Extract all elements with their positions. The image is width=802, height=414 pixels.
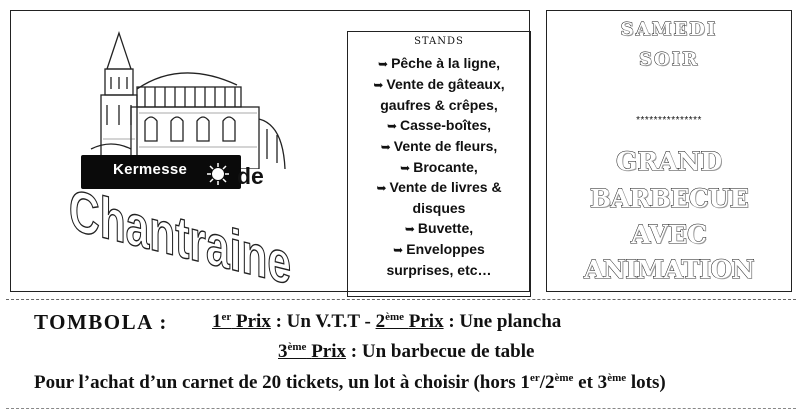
evening-panel: SAMEDI SOIR *************** GRAND BARBEC… xyxy=(546,10,792,292)
prize3-sup: ème xyxy=(287,341,307,353)
stand-item-label: Brocante, xyxy=(413,158,478,175)
prize3-word: Prix xyxy=(311,341,347,362)
condition-sup3: ème xyxy=(607,372,627,384)
poster-frame: Kermesse de Chantraine STANDS ➥Pêche à l… xyxy=(10,10,531,297)
stand-item: gaufres & crêpes, xyxy=(348,96,530,116)
stand-item-label: disques xyxy=(412,200,466,217)
condition-start: Pour l’achat d’un carnet de 20 tickets, … xyxy=(34,372,530,393)
prize3-value: : Un barbecue de table xyxy=(350,341,535,362)
stands-title: STANDS xyxy=(414,36,464,47)
grand-heading: GRAND xyxy=(615,147,723,177)
tombola-condition: Pour l’achat d’un carnet de 20 tickets, … xyxy=(34,372,666,394)
kermesse-label: Kermesse xyxy=(113,161,188,178)
stand-item: ➥Pêche à la ligne, xyxy=(348,54,530,75)
arrow-icon: ➥ xyxy=(373,77,384,92)
sun-icon xyxy=(207,163,229,185)
asterisk-divider: *************** xyxy=(636,115,702,126)
arrow-icon: ➥ xyxy=(400,160,411,175)
stand-item-label: Vente de fleurs, xyxy=(393,137,498,154)
bottom-divider xyxy=(6,408,796,409)
condition-sup2: ème xyxy=(554,372,574,384)
prize-line-2: 3ème Prix : Un barbecue de table xyxy=(278,341,534,363)
prize2-sup: ème xyxy=(385,311,404,323)
prize3-rank: 3 xyxy=(278,341,288,362)
prize1-heading: 1er Prix xyxy=(212,311,271,332)
stand-item-label: gaufres & crêpes, xyxy=(380,96,498,113)
arrow-icon: ➥ xyxy=(380,139,391,154)
prize2-rank: 2 xyxy=(375,311,386,332)
stand-item-label: Pêche à la ligne, xyxy=(391,55,500,71)
arrow-icon: ➥ xyxy=(378,57,389,71)
stand-item-label: surprises, etc… xyxy=(386,262,492,279)
stand-item-label: Vente de livres & xyxy=(389,179,502,196)
condition-and: et 3 xyxy=(573,372,608,393)
tombola-label: TOMBOLA : xyxy=(34,310,168,334)
stand-item-label: Vente de gâteaux, xyxy=(386,75,505,92)
condition-sup1: er xyxy=(529,372,540,384)
stand-item: ➥Buvette, xyxy=(348,219,530,240)
barbecue-heading: BARBECUE xyxy=(589,184,749,214)
prize1-rank: 1 xyxy=(212,311,222,332)
day-heading: SAMEDI xyxy=(620,19,718,41)
stand-item: ➥Vente de livres & xyxy=(348,178,530,199)
animation-heading: ANIMATION xyxy=(583,255,755,285)
stand-item: disques xyxy=(348,199,530,219)
arrow-icon: ➥ xyxy=(376,181,387,196)
condition-mid: /2 xyxy=(539,372,555,393)
prize2-word: Prix xyxy=(408,311,444,332)
time-heading: SOIR xyxy=(638,49,700,71)
prize2-heading: 2ème Prix xyxy=(376,311,444,332)
de-label: de xyxy=(237,163,264,189)
arrow-icon: ➥ xyxy=(386,118,397,133)
section-divider xyxy=(6,299,796,300)
stand-item-label: Buvette, xyxy=(417,220,474,237)
stands-list: ➥Pêche à la ligne,➥Vente de gâteaux,gauf… xyxy=(348,54,530,281)
condition-end: lots) xyxy=(626,372,666,393)
avec-heading: AVEC xyxy=(631,220,708,250)
arrow-icon: ➥ xyxy=(404,222,415,237)
prize3-heading: 3ème Prix xyxy=(278,341,346,362)
stand-item-label: Enveloppes xyxy=(406,241,485,258)
stand-item: ➥Vente de fleurs, xyxy=(348,137,530,158)
prize-line-1: 1er Prix : Un V.T.T - 2ème Prix : Une pl… xyxy=(212,311,561,333)
stand-item: ➥Casse-boîtes, xyxy=(348,116,530,137)
prize1-sup: er xyxy=(221,311,232,323)
stand-item-label: Casse-boîtes, xyxy=(400,116,492,133)
town-name-wordart: Chantraine xyxy=(69,177,292,297)
church-illustration xyxy=(90,30,286,169)
stand-item: ➥Enveloppes xyxy=(348,240,530,261)
prize1-word: Prix xyxy=(236,311,271,332)
town-name: Chantraine xyxy=(69,178,291,297)
prize2-value: : Une plancha xyxy=(448,311,562,332)
arrow-icon: ➥ xyxy=(393,243,404,258)
prize1-value: : Un V.T.T - xyxy=(275,311,371,332)
stand-item: surprises, etc… xyxy=(348,261,530,281)
stand-item: ➥Brocante, xyxy=(348,158,530,179)
stand-item: ➥Vente de gâteaux, xyxy=(348,75,530,96)
stands-panel: STANDS ➥Pêche à la ligne,➥Vente de gâtea… xyxy=(347,31,531,297)
